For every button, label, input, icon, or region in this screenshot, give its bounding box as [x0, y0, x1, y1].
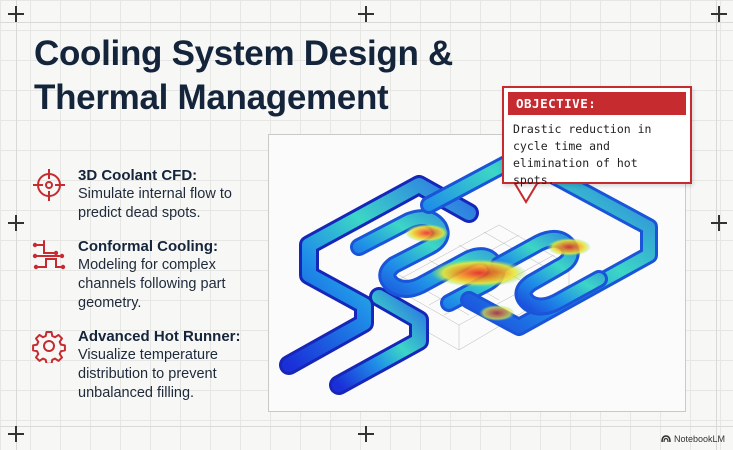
feature-item-coolant-cfd: 3D Coolant CFD: Simulate internal flow t…: [32, 166, 272, 223]
feature-title: 3D Coolant CFD:: [78, 167, 198, 184]
brand-name: NotebookLM: [673, 434, 725, 444]
frame-line-right: [716, 0, 717, 450]
page-title: Cooling System Design & Thermal Manageme…: [34, 32, 504, 120]
crosshair-mark: [8, 215, 24, 231]
circuit-icon: [32, 240, 66, 270]
feature-description: Visualize temperature distribution to pr…: [78, 347, 218, 401]
objective-callout: OBJECTIVE: Drastic reduction in cycle ti…: [502, 86, 692, 187]
title-line-1: Cooling System Design &: [34, 34, 453, 73]
objective-text: Drastic reduction in cycle time and elim…: [513, 122, 652, 187]
feature-title: Advanced Hot Runner:: [78, 328, 241, 345]
feature-item-conformal-cooling: Conformal Cooling: Modeling for complex …: [32, 237, 272, 313]
crosshair-mark: [358, 426, 374, 442]
cooling-simulation-image: [268, 134, 686, 412]
crosshair-mark: [8, 6, 24, 22]
title-line-2: Thermal Management: [34, 78, 389, 117]
frame-line-left: [16, 0, 17, 450]
cooling-channel-illustration: [279, 148, 658, 395]
feature-list: 3D Coolant CFD: Simulate internal flow t…: [32, 166, 272, 417]
objective-header: OBJECTIVE:: [508, 92, 686, 115]
crosshair-mark: [711, 6, 727, 22]
feature-title: Conformal Cooling:: [78, 238, 218, 255]
notebooklm-logo-icon: [661, 435, 671, 443]
feature-description: Simulate internal flow to predict dead s…: [78, 186, 232, 221]
feature-description: Modeling for complex channels following …: [78, 257, 226, 311]
crosshair-target-icon: [33, 169, 65, 201]
brand-watermark: NotebookLM: [661, 434, 725, 444]
feature-item-hot-runner: Advanced Hot Runner: Visualize temperatu…: [32, 327, 272, 403]
gear-icon: [32, 331, 66, 363]
crosshair-mark: [8, 426, 24, 442]
frame-line-bottom: [0, 426, 733, 427]
crosshair-mark: [711, 215, 727, 231]
callout-pointer: [513, 182, 539, 204]
frame-line-top: [0, 22, 733, 23]
crosshair-mark: [358, 6, 374, 22]
